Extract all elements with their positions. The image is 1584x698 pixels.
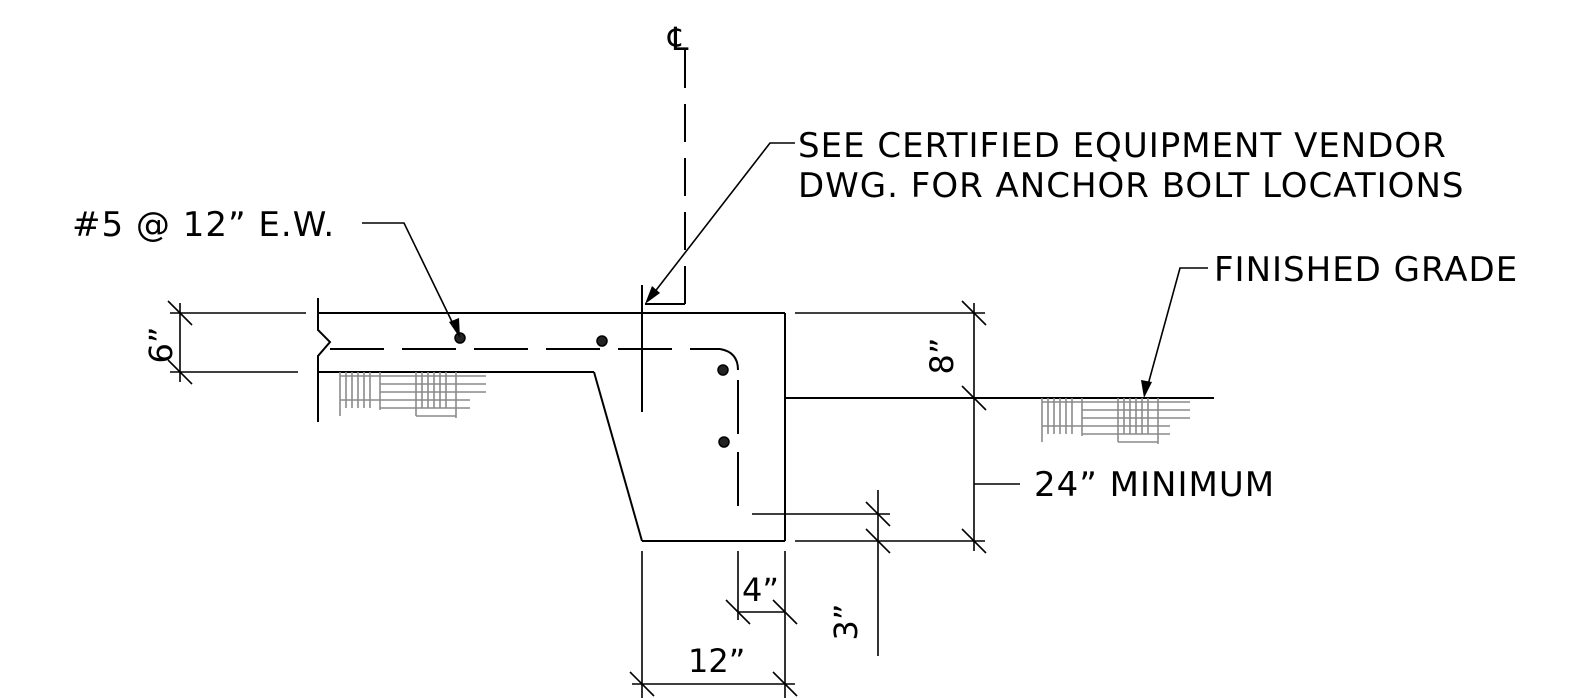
footing-outline — [318, 312, 786, 542]
rebar-dot — [718, 436, 730, 448]
vendor-leader — [645, 142, 795, 304]
finished-grade-note: FINISHED GRADE — [1214, 250, 1518, 290]
rebar-dot — [717, 364, 729, 376]
minimum-note: 24” MINIMUM — [1034, 465, 1275, 505]
dim-slab — [167, 300, 306, 385]
finished-grade-leader — [1141, 267, 1208, 398]
rebar-dot — [596, 335, 608, 347]
dim-bottom-cover — [752, 490, 891, 656]
earth-hatch-left — [339, 372, 486, 418]
dim-bottom-cover-label: 3” — [827, 604, 865, 641]
dim-cover-side-label: 4” — [742, 571, 779, 609]
top-rebar — [330, 348, 739, 542]
earth-hatch-right — [1041, 398, 1190, 444]
vendor-note-line1: SEE CERTIFIED EQUIPMENT VENDOR — [798, 126, 1447, 166]
centerline-symbol: ℄ — [667, 20, 689, 58]
rebar-note: #5 @ 12” E.W. — [72, 205, 335, 245]
vendor-note-line2: DWG. FOR ANCHOR BOLT LOCATIONS — [798, 166, 1464, 206]
dim-slab-label: 6” — [142, 327, 180, 364]
dim-width-label: 12” — [688, 642, 745, 680]
dim-top-label: 8” — [923, 338, 961, 375]
dim-depth — [795, 300, 1020, 554]
break-line — [317, 298, 332, 422]
dim-width — [629, 551, 798, 698]
rebar-leader — [362, 222, 460, 338]
